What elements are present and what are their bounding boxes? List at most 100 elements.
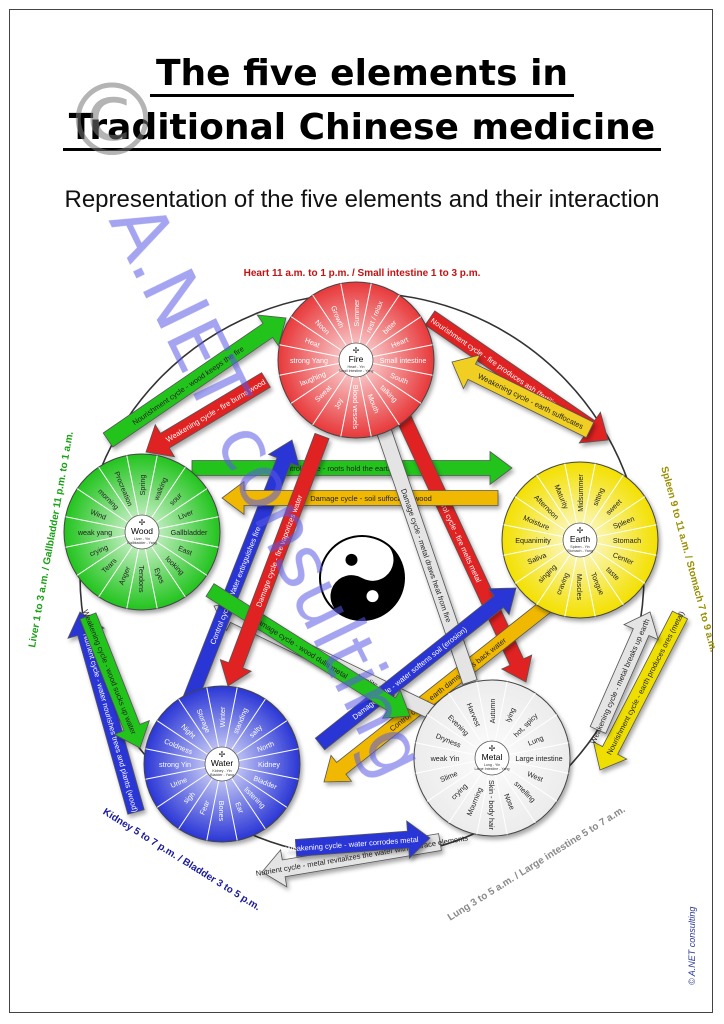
segment-divider [507,742,569,756]
element-organ-yang-fire: Small Intestine - Yang [339,369,374,373]
segment-divider [582,463,596,525]
element-hub-earth [562,522,598,558]
segment-divider [98,545,134,598]
segment-divider [595,542,657,556]
element-hub-water [204,746,240,782]
title-line-2: Traditional Chinese medicine [0,106,724,151]
element-name-water: Water [211,758,234,768]
segment-divider [494,681,508,743]
segment-label-earth: Stomach [613,536,641,545]
segment-divider [536,474,572,527]
element-name-earth: Earth [570,534,591,544]
segment-divider [595,524,657,538]
segment-divider [157,534,219,548]
svg-text:Damage cycle - soil suffocates: Damage cycle - soil suffocates wood [310,494,432,503]
segment-divider [582,555,596,617]
segment-divider [503,524,565,538]
segment-divider [371,362,433,376]
segment-divider [235,720,288,756]
segment-divider [290,368,343,404]
segment-label-wood: Tendons [137,565,146,593]
segment-divider [312,373,348,426]
segment-divider [206,779,220,841]
element-organ-yin-fire: Heart - Yin [348,365,365,369]
segment-divider [358,283,372,345]
weakening-arrow-earth-fire: Weakening cycle - earth suffocates [451,354,595,439]
element-name-metal: Metal [482,752,503,762]
segment-divider [588,474,624,527]
segment-label-fire: Small intestine [380,356,427,365]
segment-divider [369,316,422,352]
copyright-watermark-icon: © [62,62,162,179]
segment-divider [178,698,214,751]
segment-divider [98,466,134,519]
element-name-wood: Wood [131,526,153,536]
segment-divider [76,540,129,576]
segment-divider [448,771,484,824]
segment-divider [150,545,186,598]
segment-divider [150,466,186,519]
segment-label-fire: strong Yang [290,356,328,365]
segment-divider [340,375,354,437]
segment-divider [415,742,477,756]
element-organ-yin-earth: Spleen - Yin [570,545,589,549]
segment-label-fire: Summer [352,299,361,327]
element-organ-yang-metal: Large Intestine - Yang [474,767,509,771]
segment-divider [514,548,567,584]
segment-divider [145,748,207,762]
segment-divider [178,777,214,830]
segment-divider [279,344,341,358]
segment-divider [505,714,558,750]
segment-divider [230,698,266,751]
element-hub-wood [124,514,160,550]
segment-divider [224,779,238,841]
title-line-1: The five elements in [0,52,724,97]
segment-divider [237,766,299,780]
segment-divider [536,553,572,606]
segment-label-wood: Spring [138,475,147,496]
segment-divider [507,760,569,774]
damage-arrow-earth-wood: Damage cycle - soil suffocates wood [221,480,499,516]
segment-divider [476,773,490,835]
segment-divider [593,548,646,584]
element-hub-metal [474,740,510,776]
segment-divider [448,692,484,745]
segment-divider [145,766,207,780]
segment-label-water: strong Yin [159,760,191,769]
segment-divider [371,344,433,358]
segment-divider [126,455,140,517]
segment-divider [155,540,208,576]
element-name-fire: Fire [349,354,364,364]
segment-divider [364,373,400,426]
segment-divider [157,516,219,530]
element-organ-yin-metal: Lung - Yin [484,763,500,767]
segment-divider [65,534,127,548]
segment-label-wood: weak yang [77,528,112,537]
segment-divider [500,771,536,824]
segment-divider [364,294,400,347]
segment-divider [144,455,158,517]
element-organ-yin-wood: Liver - Yin [134,537,150,541]
segment-label-water: Winter [218,706,227,727]
time-label-fire: Heart 11 a.m. to 1 p.m. / Small intestin… [244,268,481,279]
segment-divider [426,766,479,802]
element-organ-yang-earth: Stomach - Yang [567,549,592,553]
segment-divider [564,463,578,525]
compass-icon: ✢ [139,518,146,527]
compass-icon: ✢ [219,750,226,759]
segment-divider [155,488,208,524]
segment-divider [312,294,348,347]
element-organ-yang-wood: Gallbladder - Yang [127,541,157,545]
segment-divider [76,488,129,524]
segment-divider [358,375,372,437]
segment-divider [237,748,299,762]
segment-divider [564,555,578,617]
segment-divider [415,760,477,774]
segment-divider [156,720,209,756]
